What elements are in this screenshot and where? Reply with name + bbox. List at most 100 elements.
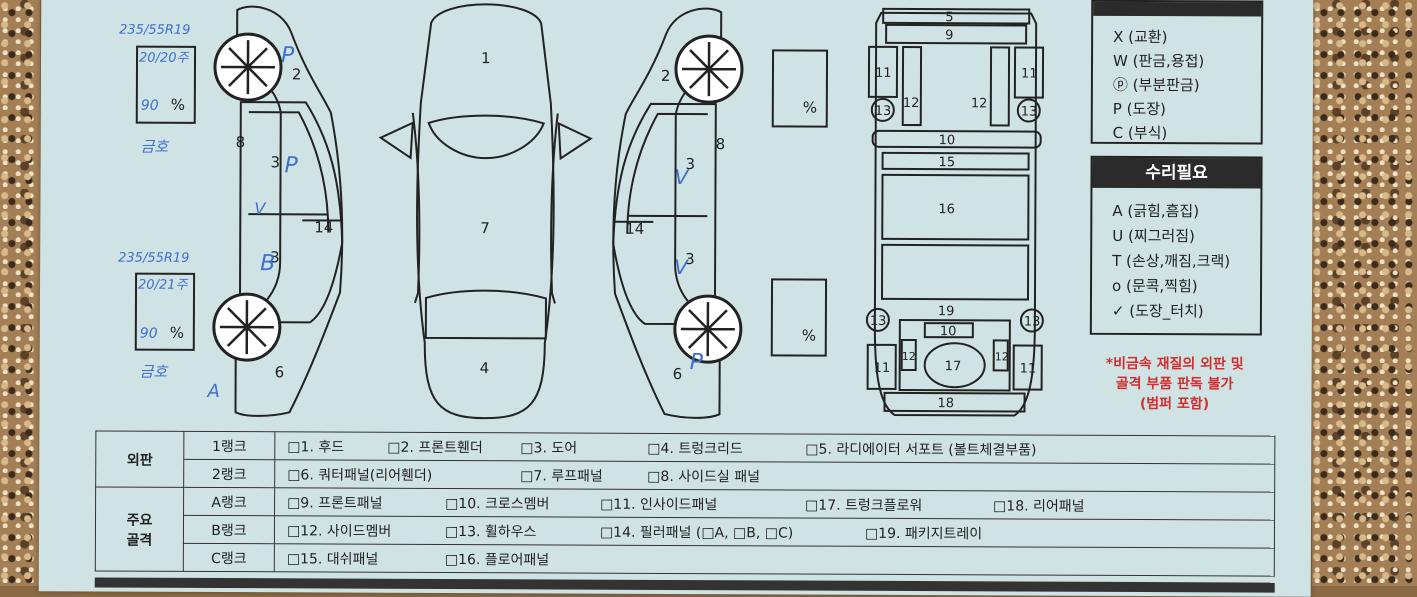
label-left-6: 6 — [275, 363, 285, 381]
hw-mark-r1: V — [674, 165, 689, 189]
rank-label: 1랭크 — [183, 431, 275, 460]
hw-mark-l5: A — [207, 381, 220, 402]
frame-11c: 11 — [874, 361, 891, 376]
material-note: *비금속 재질의 외판 및 골격 부품 판독 불가 (범퍼 포함) — [1079, 354, 1269, 415]
label-left-3b: 3 — [270, 248, 280, 266]
legend-damage: X (교환) W (판금,용접) ⓟ (부분판금) P (도장) C (부식) — [1090, 0, 1264, 145]
background-left — [0, 0, 40, 586]
label-right-8: 8 — [716, 135, 726, 153]
hw-rear-note: 금호 — [140, 363, 169, 381]
percent-front-left: % — [171, 96, 185, 114]
label-left-8: 8 — [236, 133, 246, 151]
frame-15: 15 — [939, 155, 956, 170]
rank-label: A랭크 — [183, 487, 275, 516]
checkbox-item[interactable]: □3. 도어 — [520, 440, 578, 457]
rank-items: □12. 사이드멤버 □13. 휠하우스 □14. 필러패널 (□A, □B, … — [274, 515, 1275, 549]
frame-11a: 11 — [875, 66, 892, 81]
hw-front-date: 20/20주 — [139, 51, 190, 66]
checkbox-item[interactable]: □13. 휠하우스 — [444, 523, 537, 541]
note-line-1: *비금속 재질의 외판 및 — [1105, 355, 1244, 373]
rank-items: □9. 프론트패널 □10. 크로스멤버 □11. 인사이드패널 □17. 트렁… — [274, 487, 1275, 521]
legend-repair: 수리필요 A (긁힘,흠집) U (찌그러짐) T (손상,깨짐,크랙) o (… — [1089, 155, 1263, 336]
rank-label: B랭크 — [183, 515, 275, 544]
group-frame-line1: 주요 — [126, 512, 153, 529]
legend-p: P (도장) — [1112, 99, 1166, 119]
checkbox-item[interactable]: □6. 쿼터패널(리어휀더) — [287, 467, 433, 484]
label-right-2: 2 — [661, 67, 671, 85]
frame-12b: 12 — [971, 96, 988, 111]
frame-12d: 12 — [995, 350, 1009, 363]
percent-front-right: % — [803, 99, 817, 117]
repair-check: ✓ (도장_터치) — [1111, 301, 1204, 321]
hw-rear-pct: 90 — [140, 326, 158, 342]
checkbox-item[interactable]: □11. 인사이드패널 — [600, 496, 718, 514]
legend-p-circle: ⓟ (부분판금) — [1112, 75, 1200, 95]
rank-items: □1. 후드 □2. 프론트휀더 □3. 도어 □4. 트렁크리드 □5. 라디… — [274, 431, 1275, 465]
checkbox-item[interactable]: □1. 후드 — [287, 439, 345, 456]
note-line-3: (범퍼 포함) — [1139, 396, 1210, 413]
frame-13d: 13 — [1024, 315, 1041, 330]
checkbox-item[interactable]: □9. 프론트패널 — [287, 495, 383, 512]
label-right-3a: 3 — [686, 155, 696, 173]
checkbox-item[interactable]: □15. 대쉬패널 — [286, 551, 379, 568]
frame-13c: 13 — [870, 314, 887, 329]
note-line-2: 골격 부품 판독 불가 — [1115, 375, 1234, 393]
legend-c: C (부식) — [1112, 123, 1168, 143]
label-top-7: 7 — [480, 219, 490, 237]
repair-header: 수리필요 — [1092, 157, 1261, 189]
label-right-3b: 3 — [685, 250, 695, 268]
hw-front-tire: 235/55R19 — [119, 23, 190, 38]
checkbox-item[interactable]: □10. 크로스멤버 — [445, 495, 550, 513]
label-top-1: 1 — [481, 49, 491, 67]
group-frame-line2: 골격 — [126, 532, 153, 549]
legend-header — [1093, 1, 1262, 17]
hw-mark-l3: V — [254, 199, 266, 218]
frame-12c: 12 — [902, 350, 916, 363]
checkbox-item[interactable]: □14. 필러패널 (□A, □B, □C) — [599, 524, 794, 542]
car-diagram: 2 3 3 8 14 6 1 7 4 2 3 3 8 14 6 % % % % … — [118, 3, 1045, 420]
checkbox-item[interactable]: □7. 루프패널 — [520, 468, 603, 485]
label-right-6: 6 — [673, 365, 683, 383]
label-left-14: 14 — [314, 218, 333, 236]
frame-17: 17 — [945, 359, 962, 374]
frame-11b: 11 — [1021, 67, 1038, 82]
rank-label: C랭크 — [183, 543, 275, 572]
checkbox-item[interactable]: □18. 리어패널 — [993, 498, 1085, 515]
checkbox-item[interactable]: □12. 사이드멤버 — [286, 523, 392, 540]
frame-19: 19 — [938, 304, 955, 319]
bottom-bar — [94, 577, 1275, 593]
parts-table: 외판 1랭크 □1. 후드 □2. 프론트휀더 □3. 도어 □4. 트렁크리드… — [95, 430, 1276, 577]
label-left-3a: 3 — [271, 153, 281, 171]
hw-mark-l4: B — [260, 251, 275, 276]
frame-18: 18 — [937, 396, 954, 411]
frame-11d: 11 — [1020, 362, 1037, 377]
hw-front-pct: 90 — [141, 98, 159, 114]
group-exterior: 외판 — [95, 430, 184, 488]
repair-u: U (찌그러짐) — [1112, 226, 1195, 246]
checkbox-item[interactable]: □17. 트렁크플로워 — [805, 497, 923, 515]
legend-w: W (판금,용접) — [1112, 51, 1205, 71]
inspection-sheet: 2 3 3 8 14 6 1 7 4 2 3 3 8 14 6 % % % % … — [38, 0, 1314, 597]
frame-10b: 10 — [940, 324, 957, 339]
label-top-4: 4 — [480, 359, 490, 377]
repair-o: o (문콕,찍힘) — [1112, 276, 1198, 296]
hw-mark-r2: V — [674, 255, 689, 279]
hw-mark-l2: P — [285, 153, 299, 178]
rank-items: □15. 대쉬패널 □16. 플로어패널 — [274, 543, 1275, 577]
checkbox-item[interactable]: □19. 패키지트레이 — [864, 525, 983, 543]
hw-mark-l1: P — [281, 43, 295, 68]
legend-x: X (교환) — [1113, 27, 1168, 47]
label-right-14: 14 — [625, 220, 644, 238]
frame-16: 16 — [938, 202, 955, 217]
checkbox-item[interactable]: □5. 라디에이터 서포트 (볼트체결부품) — [805, 441, 1037, 459]
checkbox-item[interactable]: □8. 사이드실 패널 — [647, 468, 761, 486]
percent-rear-left: % — [170, 324, 184, 342]
frame-5: 5 — [945, 10, 953, 25]
repair-t: T (손상,깨짐,크랙) — [1112, 251, 1231, 271]
checkbox-item[interactable]: □2. 프론트휀더 — [387, 439, 483, 457]
frame-9: 9 — [945, 28, 953, 43]
checkbox-item[interactable]: □16. 플로어패널 — [444, 551, 550, 569]
frame-13b: 13 — [1021, 105, 1038, 120]
checkbox-item[interactable]: □4. 트렁크리드 — [647, 440, 743, 458]
hw-front-note: 금호 — [141, 138, 170, 156]
